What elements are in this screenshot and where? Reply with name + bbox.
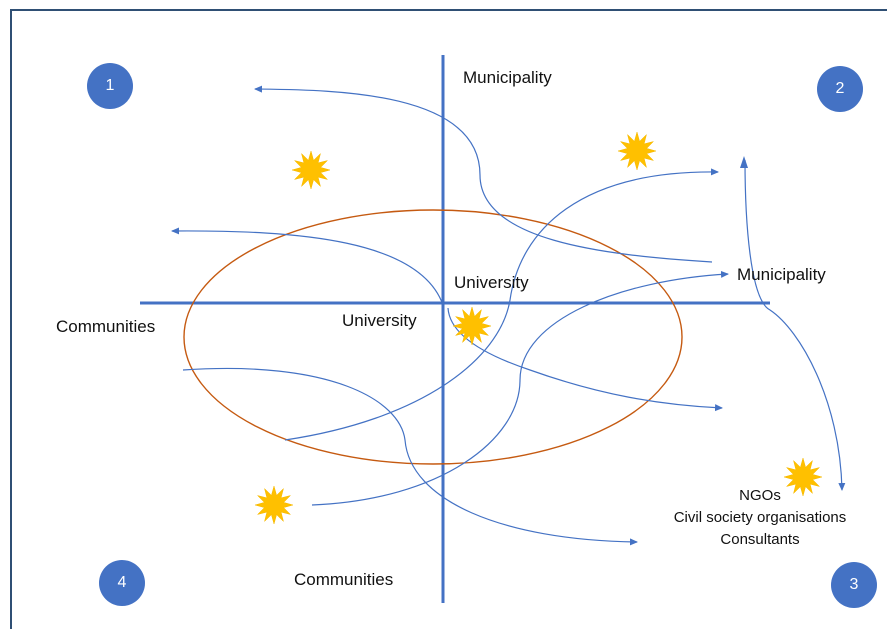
actor-civil-society: Civil society organisations — [673, 509, 847, 526]
actor-consultants: Consultants — [720, 531, 800, 548]
right-municipality-label: Municipality — [737, 265, 826, 284]
actors-list: NGOs Civil society organisations Consult… — [655, 485, 865, 551]
flow-arrow — [284, 168, 719, 441]
left-communities-label: Communities — [56, 317, 156, 336]
quadrant-4-badge: 4 — [99, 560, 145, 606]
actor-ngos: NGOs — [739, 487, 781, 504]
sunburst-icon — [617, 131, 657, 171]
university-right-label: University — [454, 273, 529, 292]
arrow-head-up — [740, 156, 748, 168]
top-municipality-label: Municipality — [463, 68, 552, 87]
flow-arrow — [254, 85, 713, 263]
sunburst-icon — [452, 306, 492, 346]
quadrant-1-badge: 1 — [87, 63, 133, 109]
flow-arrow — [171, 227, 444, 306]
flow-arrow — [311, 270, 729, 506]
flow-arrow — [744, 159, 846, 491]
central-ellipse — [183, 209, 683, 465]
university-left-label: University — [342, 311, 417, 330]
quadrant-2-badge: 2 — [817, 66, 863, 112]
flow-arrow — [182, 367, 638, 546]
sunburst-icon — [291, 150, 331, 190]
diagram-frame — [10, 9, 887, 629]
quadrant-3-badge: 3 — [831, 562, 877, 608]
sunburst-icon — [254, 485, 294, 525]
sunburst-icon — [783, 457, 823, 497]
bottom-communities-label: Communities — [294, 570, 394, 589]
